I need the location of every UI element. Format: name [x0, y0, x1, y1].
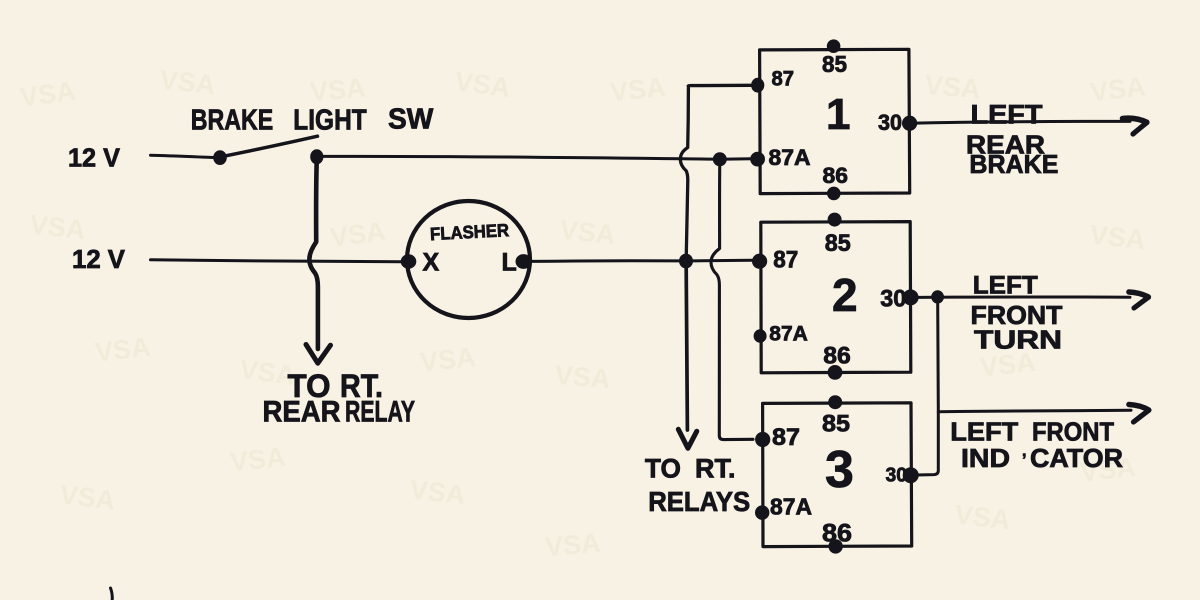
svg-text:VSA: VSA — [953, 500, 1011, 536]
svg-text:VSA: VSA — [544, 528, 602, 563]
svg-text:86: 86 — [823, 343, 851, 370]
svg-text:87: 87 — [773, 247, 798, 274]
svg-text:30: 30 — [878, 110, 902, 135]
svg-text:L: L — [502, 249, 517, 277]
svg-text:1: 1 — [826, 90, 850, 139]
svg-text:VSA: VSA — [419, 342, 477, 378]
svg-text:85: 85 — [822, 51, 847, 77]
svg-text:VSA: VSA — [979, 347, 1037, 383]
svg-text:VSA: VSA — [609, 72, 667, 108]
svg-text:12 V: 12 V — [68, 143, 121, 173]
svg-text:RELAY: RELAY — [345, 396, 415, 429]
svg-text:12 V: 12 V — [72, 244, 126, 274]
svg-text:30: 30 — [880, 286, 906, 313]
svg-text:VSA: VSA — [1088, 71, 1147, 108]
svg-text:FLASHER: FLASHER — [430, 220, 510, 244]
svg-text:VSA: VSA — [229, 442, 287, 478]
svg-text:BRAKE: BRAKE — [191, 105, 274, 137]
svg-text:86: 86 — [823, 163, 849, 188]
svg-text:LEFT: LEFT — [973, 272, 1038, 300]
svg-text:VSA: VSA — [453, 66, 512, 103]
svg-text:FRONT: FRONT — [971, 300, 1063, 330]
svg-text:VSA: VSA — [238, 354, 297, 391]
svg-text:CATOR: CATOR — [1030, 443, 1123, 473]
svg-text:LEFT: LEFT — [950, 417, 1018, 447]
svg-text:85: 85 — [825, 230, 851, 257]
svg-text:87A: 87A — [769, 323, 808, 346]
svg-text:REAR: REAR — [966, 130, 1045, 160]
svg-text:87A: 87A — [769, 145, 811, 170]
svg-text:LEFT: LEFT — [971, 100, 1044, 130]
svg-text:30: 30 — [886, 465, 908, 487]
svg-text:VSA: VSA — [1079, 452, 1137, 488]
svg-text:2: 2 — [832, 269, 858, 321]
svg-text:85: 85 — [822, 411, 850, 438]
svg-text:BRAKE: BRAKE — [969, 149, 1058, 179]
svg-text:TO: TO — [288, 368, 331, 404]
svg-text:VSA: VSA — [58, 479, 117, 516]
svg-text:TURN: TURN — [974, 325, 1062, 355]
svg-text:SW: SW — [388, 104, 434, 136]
svg-text:X: X — [423, 249, 440, 277]
svg-text:IND: IND — [961, 443, 1010, 473]
svg-text:VSA: VSA — [924, 70, 982, 105]
svg-text:3: 3 — [825, 441, 854, 499]
svg-text:VSA: VSA — [558, 215, 616, 251]
svg-text:TO: TO — [645, 454, 681, 484]
svg-text:87: 87 — [772, 68, 795, 91]
svg-text:VSA: VSA — [28, 210, 86, 246]
svg-text:86: 86 — [822, 520, 852, 548]
svg-text:REAR: REAR — [263, 396, 341, 429]
svg-text:VSA: VSA — [309, 73, 367, 108]
svg-text:VSA: VSA — [1088, 220, 1146, 256]
svg-text:RT.: RT. — [340, 368, 383, 404]
svg-text:87: 87 — [772, 424, 800, 451]
svg-text:RT.: RT. — [695, 454, 736, 484]
svg-text:VSA: VSA — [408, 475, 466, 511]
svg-text:FRONT: FRONT — [1032, 417, 1114, 447]
svg-text:VSA: VSA — [328, 216, 387, 253]
svg-text:VSA: VSA — [158, 65, 216, 101]
svg-text:,: , — [1022, 443, 1026, 460]
svg-text:RELAYS: RELAYS — [648, 486, 750, 517]
svg-text:VSA: VSA — [94, 332, 152, 368]
svg-text:LIGHT: LIGHT — [293, 105, 367, 137]
svg-text:87A: 87A — [770, 494, 812, 520]
svg-text:VSA: VSA — [554, 360, 612, 395]
